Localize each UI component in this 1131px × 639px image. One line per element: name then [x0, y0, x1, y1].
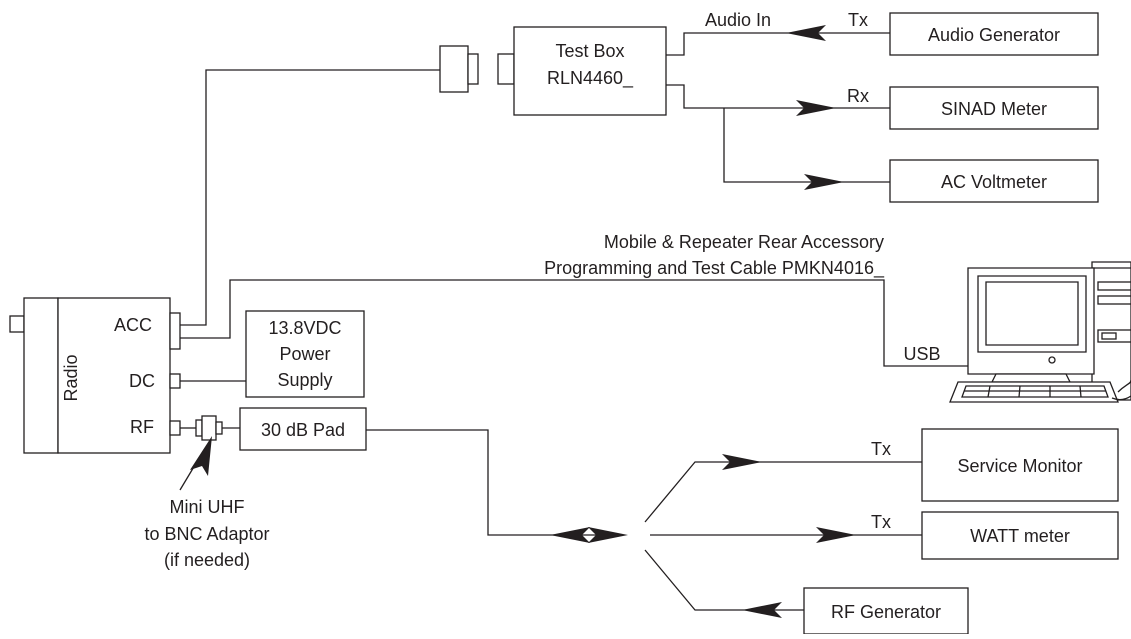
pad-box: 30 dB Pad: [239, 407, 367, 451]
watt-meter-label: WATT meter: [970, 526, 1070, 546]
radio-side-knob: [9, 315, 25, 333]
acc-to-testbox-cable: [180, 69, 440, 326]
test-box-line1: Test Box: [555, 41, 624, 61]
bidir-arrow-right: [588, 527, 628, 543]
ac-voltmeter-label: AC Voltmeter: [941, 172, 1047, 192]
rx-label: Rx: [847, 86, 869, 106]
watt-meter-arrow: [816, 527, 856, 543]
usb-label: USB: [903, 344, 940, 364]
audio-in-label: Audio In: [705, 10, 771, 30]
adaptor-line1: Mini UHF: [170, 497, 245, 517]
radio-port-acc-label: ACC: [114, 315, 152, 335]
audio-generator-label: Audio Generator: [928, 25, 1060, 45]
power-supply-box: 13.8VDC Power Supply: [245, 310, 365, 398]
service-monitor-wire: [644, 461, 922, 523]
rx-wire: [666, 84, 890, 109]
rf-generator-box: RF Generator: [803, 587, 969, 635]
radio-port-dc-label: DC: [129, 371, 155, 391]
radio-front-panel: [23, 297, 59, 454]
test-box: Test Box RLN4460_: [513, 26, 667, 116]
adaptor-pointer-arrow: [190, 436, 212, 476]
rf-generator-wire: [644, 549, 804, 611]
ac-voltmeter-wire: [723, 108, 890, 183]
rf-generator-label: RF Generator: [831, 602, 941, 622]
audio-in-wire: [666, 32, 890, 56]
tx-service-label: Tx: [871, 439, 891, 459]
bnc-adaptor: [180, 415, 240, 441]
bidir-arrow-left: [550, 527, 590, 543]
power-supply-line3: Supply: [277, 370, 332, 390]
programming-cable: [180, 279, 968, 367]
ac-voltmeter-box: AC Voltmeter: [889, 159, 1099, 203]
ac-voltmeter-arrow: [804, 174, 844, 190]
test-box-line2: RLN4460_: [547, 68, 634, 89]
radio-unit: Radio ACC DC RF: [9, 297, 181, 454]
adaptor-line3: (if needed): [164, 550, 250, 570]
acc-connector: [169, 312, 181, 350]
tx-audio-label: Tx: [848, 10, 868, 30]
radio-body: [57, 297, 171, 454]
radio-port-rf-label: RF: [130, 417, 154, 437]
pad-output-wire: [366, 429, 622, 536]
testbox-db-connector: [439, 45, 515, 93]
service-monitor-box: Service Monitor: [921, 428, 1119, 502]
computer-icon: [949, 261, 1131, 403]
radio-title: Radio: [61, 354, 81, 401]
watt-meter-box: WATT meter: [921, 511, 1119, 560]
service-monitor-label: Service Monitor: [957, 456, 1082, 476]
rf-generator-arrow: [742, 602, 782, 618]
power-supply-line1: 13.8VDC: [268, 318, 341, 338]
rf-connector: [169, 420, 181, 436]
audio-generator-box: Audio Generator: [889, 12, 1099, 56]
service-monitor-arrow: [722, 454, 762, 470]
power-supply-line2: Power: [279, 344, 330, 364]
sinad-meter-label: SINAD Meter: [941, 99, 1047, 119]
dc-connector: [169, 373, 181, 389]
adaptor-line2: to BNC Adaptor: [144, 524, 269, 544]
cable-label-line1: Mobile & Repeater Rear Accessory: [604, 232, 884, 252]
sinad-arrow: [796, 100, 836, 116]
cable-label-line2: Programming and Test Cable PMKN4016_: [544, 258, 885, 279]
audio-in-arrow: [786, 25, 826, 41]
sinad-meter-box: SINAD Meter: [889, 86, 1099, 130]
pad-label: 30 dB Pad: [261, 420, 345, 440]
tx-watt-label: Tx: [871, 512, 891, 532]
